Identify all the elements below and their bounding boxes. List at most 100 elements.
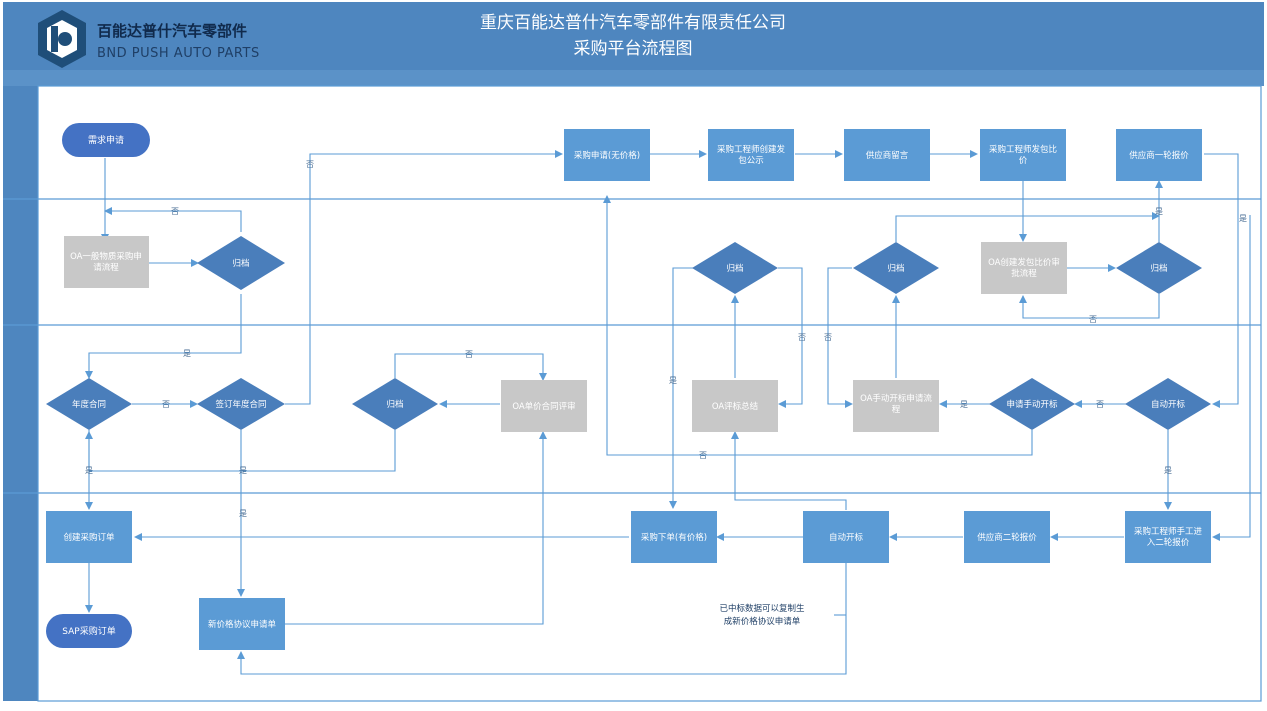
label-no-2: 否 <box>162 400 170 409</box>
label-yes-3: 是 <box>239 466 247 475</box>
label-no-4: 否 <box>465 350 473 359</box>
svg-text:OA评标总结: OA评标总结 <box>712 401 758 412</box>
label-no-8: 否 <box>1096 400 1104 409</box>
node-oa-bid-summary: OA评标总结 <box>692 380 778 432</box>
svg-text:归档: 归档 <box>386 399 403 410</box>
annotation-line2: 成新价格协议申请单 <box>724 616 801 627</box>
left-lane-column <box>3 86 38 701</box>
label-yes-9: 是 <box>1239 214 1247 223</box>
svg-text:需求申请: 需求申请 <box>88 134 124 146</box>
node-oa-package-compare-line1: OA创建发包比价审 <box>988 257 1060 268</box>
page-title-line1: 重庆百能达普什汽车零部件有限责任公司 <box>480 13 786 33</box>
company-name-cn: 百能达普什汽车零部件 <box>97 22 247 40</box>
node-apply-manual-bid: 申请手动开标 <box>989 378 1075 430</box>
node-oa-general: OA一般物质采购申请流程 <box>64 236 149 288</box>
node-archive-2: 归档 <box>692 242 778 294</box>
node-engineer-round2-line2: 入二轮报价 <box>1147 537 1190 548</box>
node-archive-5: 归档 <box>352 378 438 430</box>
svg-text:年度合同: 年度合同 <box>72 399 106 410</box>
node-oa-unit-price-review: OA单价合同评审 <box>501 380 587 432</box>
header-strip <box>3 70 1264 86</box>
node-engineer-publish-line2: 包公示 <box>738 155 764 166</box>
svg-text:OA一般物质采购申请流程: OA一般物质采购申请流程 <box>70 251 142 273</box>
edge-archive5-loop <box>394 353 547 381</box>
svg-text:采购工程师手工进入二轮报价: 采购工程师手工进入二轮报价 <box>1134 526 1203 548</box>
svg-text:供应商二轮报价: 供应商二轮报价 <box>977 532 1037 543</box>
node-oa-manual-bid-line2: 程 <box>892 405 901 415</box>
svg-text:采购申请(无价格): 采购申请(无价格) <box>574 150 640 161</box>
svg-text:自动开标: 自动开标 <box>1151 399 1186 410</box>
edge-auto2-to-agreement <box>237 563 847 675</box>
label-yes-1: 是 <box>183 349 191 358</box>
svg-text:供应商一轮报价: 供应商一轮报价 <box>1129 150 1189 161</box>
edge-sign-no <box>285 150 563 405</box>
node-engineer-compare-line1: 采购工程师发包比 <box>989 144 1057 155</box>
node-supplier-round2: 供应商二轮报价 <box>964 511 1050 563</box>
svg-text:签订年度合同: 签订年度合同 <box>215 399 266 410</box>
diagram-frame <box>37 85 1262 702</box>
node-engineer-round2: 采购工程师手工进入二轮报价 <box>1125 511 1211 563</box>
node-auto-bid-1: 自动开标 <box>1125 378 1211 430</box>
svg-text:SAP采购订单: SAP采购订单 <box>62 625 115 637</box>
edge-archive3-yes <box>895 212 1160 242</box>
node-engineer-compare: 采购工程师发包比价 <box>980 129 1066 181</box>
node-sign-annual-contract: 签订年度合同 <box>197 378 285 430</box>
node-supplier-round1: 供应商一轮报价 <box>1116 129 1202 181</box>
svg-text:归档: 归档 <box>232 258 249 269</box>
label-yes-2: 是 <box>85 466 93 475</box>
node-purchase-no-price: 采购申请(无价格) <box>564 129 650 181</box>
edge-manual-no <box>603 195 1033 456</box>
label-yes-8: 是 <box>1155 207 1163 216</box>
svg-text:申请手动开标: 申请手动开标 <box>1006 399 1058 410</box>
svg-text:采购下单(有价格): 采购下单(有价格) <box>641 532 707 543</box>
node-oa-package-compare: OA创建发包比价审批流程 <box>981 242 1067 294</box>
edge-round1-yes-loop <box>1212 215 1251 541</box>
company-name-en: BND PUSH AUTO PARTS <box>97 46 260 61</box>
svg-text:归档: 归档 <box>726 263 743 274</box>
edge-archive2-yes <box>669 267 693 509</box>
label-yes-5: 是 <box>669 376 677 385</box>
annotation-line1: 已中标数据可以复制生 <box>719 603 805 614</box>
node-engineer-publish: 采购工程师创建发包公示 <box>708 129 794 181</box>
node-sap-po: SAP采购订单 <box>46 614 132 648</box>
edge-archive3-no <box>827 267 853 408</box>
edge-round1-to-auto <box>1204 153 1239 408</box>
svg-text:采购工程师创建发包公示: 采购工程师创建发包公示 <box>717 144 786 166</box>
node-order-with-price: 采购下单(有价格) <box>631 511 717 563</box>
node-oa-manual-bid: OA手动开标申请流程 <box>853 380 939 432</box>
node-archive-4: 归档 <box>1116 242 1202 294</box>
node-engineer-publish-line1: 采购工程师创建发 <box>717 144 786 155</box>
node-auto-bid-2: 自动开标 <box>803 511 889 563</box>
edge-archive5-to-annual <box>85 430 396 472</box>
svg-text:OA单价合同评审: OA单价合同评审 <box>512 401 575 412</box>
page-title-line2: 采购平台流程图 <box>574 39 693 59</box>
svg-text:采购工程师发包比价: 采购工程师发包比价 <box>989 144 1057 166</box>
node-create-po: 创建采购订单 <box>46 511 132 563</box>
node-engineer-round2-line1: 采购工程师手工进 <box>1134 526 1203 537</box>
node-oa-manual-bid-line1: OA手动开标申请流 <box>860 393 932 404</box>
edge-archive1-yes <box>85 294 242 379</box>
label-yes-4: 是 <box>239 509 247 518</box>
node-oa-general-line2: 请流程 <box>93 262 119 273</box>
node-supplier-message: 供应商留言 <box>844 129 930 181</box>
svg-text:OA创建发包比价审批流程: OA创建发包比价审批流程 <box>988 257 1060 279</box>
header-bar <box>3 2 1264 70</box>
svg-text:OA手动开标申请流程: OA手动开标申请流程 <box>860 393 932 415</box>
label-no-9: 否 <box>1089 315 1097 324</box>
node-new-price-agreement: 新价格协议申请单 <box>199 598 285 650</box>
svg-text:归档: 归档 <box>1150 263 1167 274</box>
label-no-3: 否 <box>306 160 314 169</box>
edge-archive4-no <box>1019 294 1160 319</box>
annotation-text: 已中标数据可以复制生成新价格协议申请单 <box>719 603 805 627</box>
company-logo-icon <box>38 10 86 68</box>
svg-text:自动开标: 自动开标 <box>829 532 864 543</box>
node-archive-3: 归档 <box>853 242 939 294</box>
edge-auto2-to-summary <box>731 431 847 510</box>
label-no-1: 否 <box>171 207 179 216</box>
node-demand-request: 需求申请 <box>62 123 150 157</box>
svg-text:归档: 归档 <box>887 263 904 274</box>
svg-text:创建采购订单: 创建采购订单 <box>63 532 115 543</box>
node-archive-1: 归档 <box>197 236 285 290</box>
